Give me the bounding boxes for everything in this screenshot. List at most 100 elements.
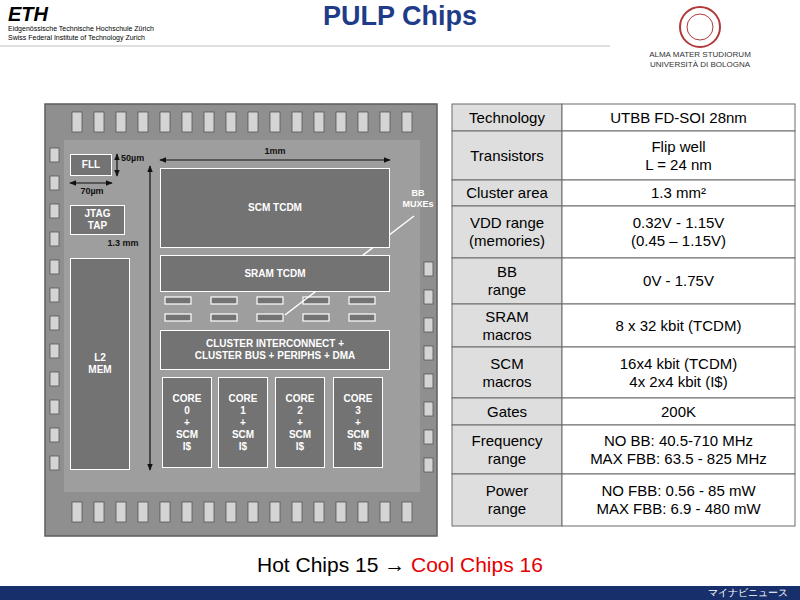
bond-pad xyxy=(424,262,433,276)
table-cell xyxy=(452,398,562,425)
die-block: L2 MEM xyxy=(70,258,130,470)
text-line: 16x4 kbit (TCDM) xyxy=(620,355,738,373)
bond-pad xyxy=(50,428,59,442)
table-cell xyxy=(452,474,562,526)
table-cell-text: NO BB: 40.5-710 MHz MAX FBB: 63.5 - 825 … xyxy=(562,425,795,474)
text-line: 2 xyxy=(286,405,315,417)
block-label: FLL xyxy=(82,159,100,171)
text-line: CORE xyxy=(286,393,315,405)
logo-text: UNIVERSITÀ DI BOLOGNA xyxy=(625,60,775,70)
dimension-arrow xyxy=(116,154,117,176)
text-line: SRAM xyxy=(485,308,528,326)
table-cell xyxy=(562,347,795,398)
pad-ring xyxy=(50,112,433,522)
text-line: CORE xyxy=(173,393,202,405)
bond-pad xyxy=(336,502,346,522)
bond-pad xyxy=(248,502,258,522)
block-label: L2 MEM xyxy=(88,352,111,376)
text-line: 0 xyxy=(173,405,202,417)
table-cell xyxy=(562,180,795,206)
bond-pad xyxy=(358,112,368,132)
table-cell xyxy=(452,131,562,180)
caption-text: Hot Chips 15 → xyxy=(257,552,405,577)
table-cell xyxy=(562,304,795,347)
text-line: 3 xyxy=(344,405,373,417)
text-line: I$ xyxy=(173,441,202,453)
bond-pad xyxy=(424,458,433,472)
table-cell xyxy=(452,206,562,258)
caption-text: Cool Chips 16 xyxy=(411,552,543,577)
bond-pad xyxy=(182,112,192,132)
bond-pad xyxy=(314,112,324,132)
table-cell-text: BB range xyxy=(452,258,562,304)
bb-mux-block xyxy=(257,314,283,321)
dimension-arrow xyxy=(160,159,390,160)
text-line: 4x 2x4 kbit (I$) xyxy=(629,373,727,391)
text-line: (memories) xyxy=(469,232,545,250)
table-cell xyxy=(452,347,562,398)
text-line: CLUSTER INTERCONNECT + xyxy=(195,338,356,350)
die-block: FLL xyxy=(70,154,112,176)
bond-pad xyxy=(424,318,433,332)
table-cell xyxy=(562,474,795,526)
table-cell xyxy=(562,131,795,180)
bb-mux-group xyxy=(165,297,375,321)
bb-mux-block xyxy=(211,297,237,304)
text-line: 1 xyxy=(229,405,258,417)
block-label: SRAM TCDM xyxy=(244,268,305,280)
bond-pad xyxy=(424,346,433,360)
bond-pad xyxy=(292,502,302,522)
text-line: MUXEs xyxy=(402,199,433,210)
text-line: range xyxy=(488,500,526,518)
text-line: MEM xyxy=(88,364,111,376)
text-line: NO BB: 40.5-710 MHz xyxy=(604,432,753,450)
text-line: I$ xyxy=(229,441,258,453)
logo-text: Swiss Federal Institute of Technology Zu… xyxy=(8,34,145,42)
text-line: + xyxy=(344,417,373,429)
table-cell xyxy=(562,425,795,474)
text-line: CORE xyxy=(229,393,258,405)
die-core-area xyxy=(64,140,420,492)
text-line: range xyxy=(488,281,526,299)
bond-pad xyxy=(226,502,236,522)
text-line: + xyxy=(286,417,315,429)
text-line: CLUSTER BUS + PERIPHS + DMA xyxy=(195,350,356,362)
bond-pad xyxy=(50,456,59,470)
bond-pad xyxy=(138,502,148,522)
die-block: SCM TCDM xyxy=(160,168,390,248)
table-cell-text: Flip well L = 24 nm xyxy=(562,131,795,180)
die-block: CLUSTER INTERCONNECT + CLUSTER BUS + PER… xyxy=(160,330,390,370)
table-cell-text: Transistors xyxy=(452,131,562,180)
watermark: マイナビニュース xyxy=(708,587,788,599)
bond-pad xyxy=(72,502,82,522)
table-cell-text: Gates xyxy=(452,398,562,425)
table-cell-text: Frequency range xyxy=(452,425,562,474)
logo-text: ALMA MATER STUDIORUM xyxy=(625,50,775,60)
text-line: (0.45 – 1.15V) xyxy=(631,232,726,250)
die-block: SRAM TCDM xyxy=(160,255,390,292)
bond-pad xyxy=(270,502,280,522)
table-cell xyxy=(562,398,795,425)
bond-pad xyxy=(50,316,59,330)
bond-pad xyxy=(248,112,258,132)
bond-pad xyxy=(50,176,59,190)
text-line: Power xyxy=(486,482,529,500)
text-line: JTAG xyxy=(85,208,111,220)
bond-pad xyxy=(50,232,59,246)
core-block: CORE 2 + SCM I$ xyxy=(275,377,325,468)
table-cell-text: 1.3 mm² xyxy=(562,180,795,206)
block-label: CORE 2 + SCM I$ xyxy=(286,393,315,453)
bond-pad xyxy=(424,430,433,444)
text-line: VDD range xyxy=(470,214,544,232)
dimension-arrow xyxy=(149,166,150,470)
bond-pad xyxy=(160,502,170,522)
text-line: SCM xyxy=(490,355,523,373)
bond-pad xyxy=(270,112,280,132)
table-cell xyxy=(452,258,562,304)
bond-pad xyxy=(50,204,59,218)
bb-mux-block xyxy=(211,314,237,321)
text-line: SCM xyxy=(344,429,373,441)
table-cell-text: SRAM macros xyxy=(452,304,562,347)
table-cell-text: Cluster area xyxy=(452,180,562,206)
bond-pad xyxy=(72,112,82,132)
